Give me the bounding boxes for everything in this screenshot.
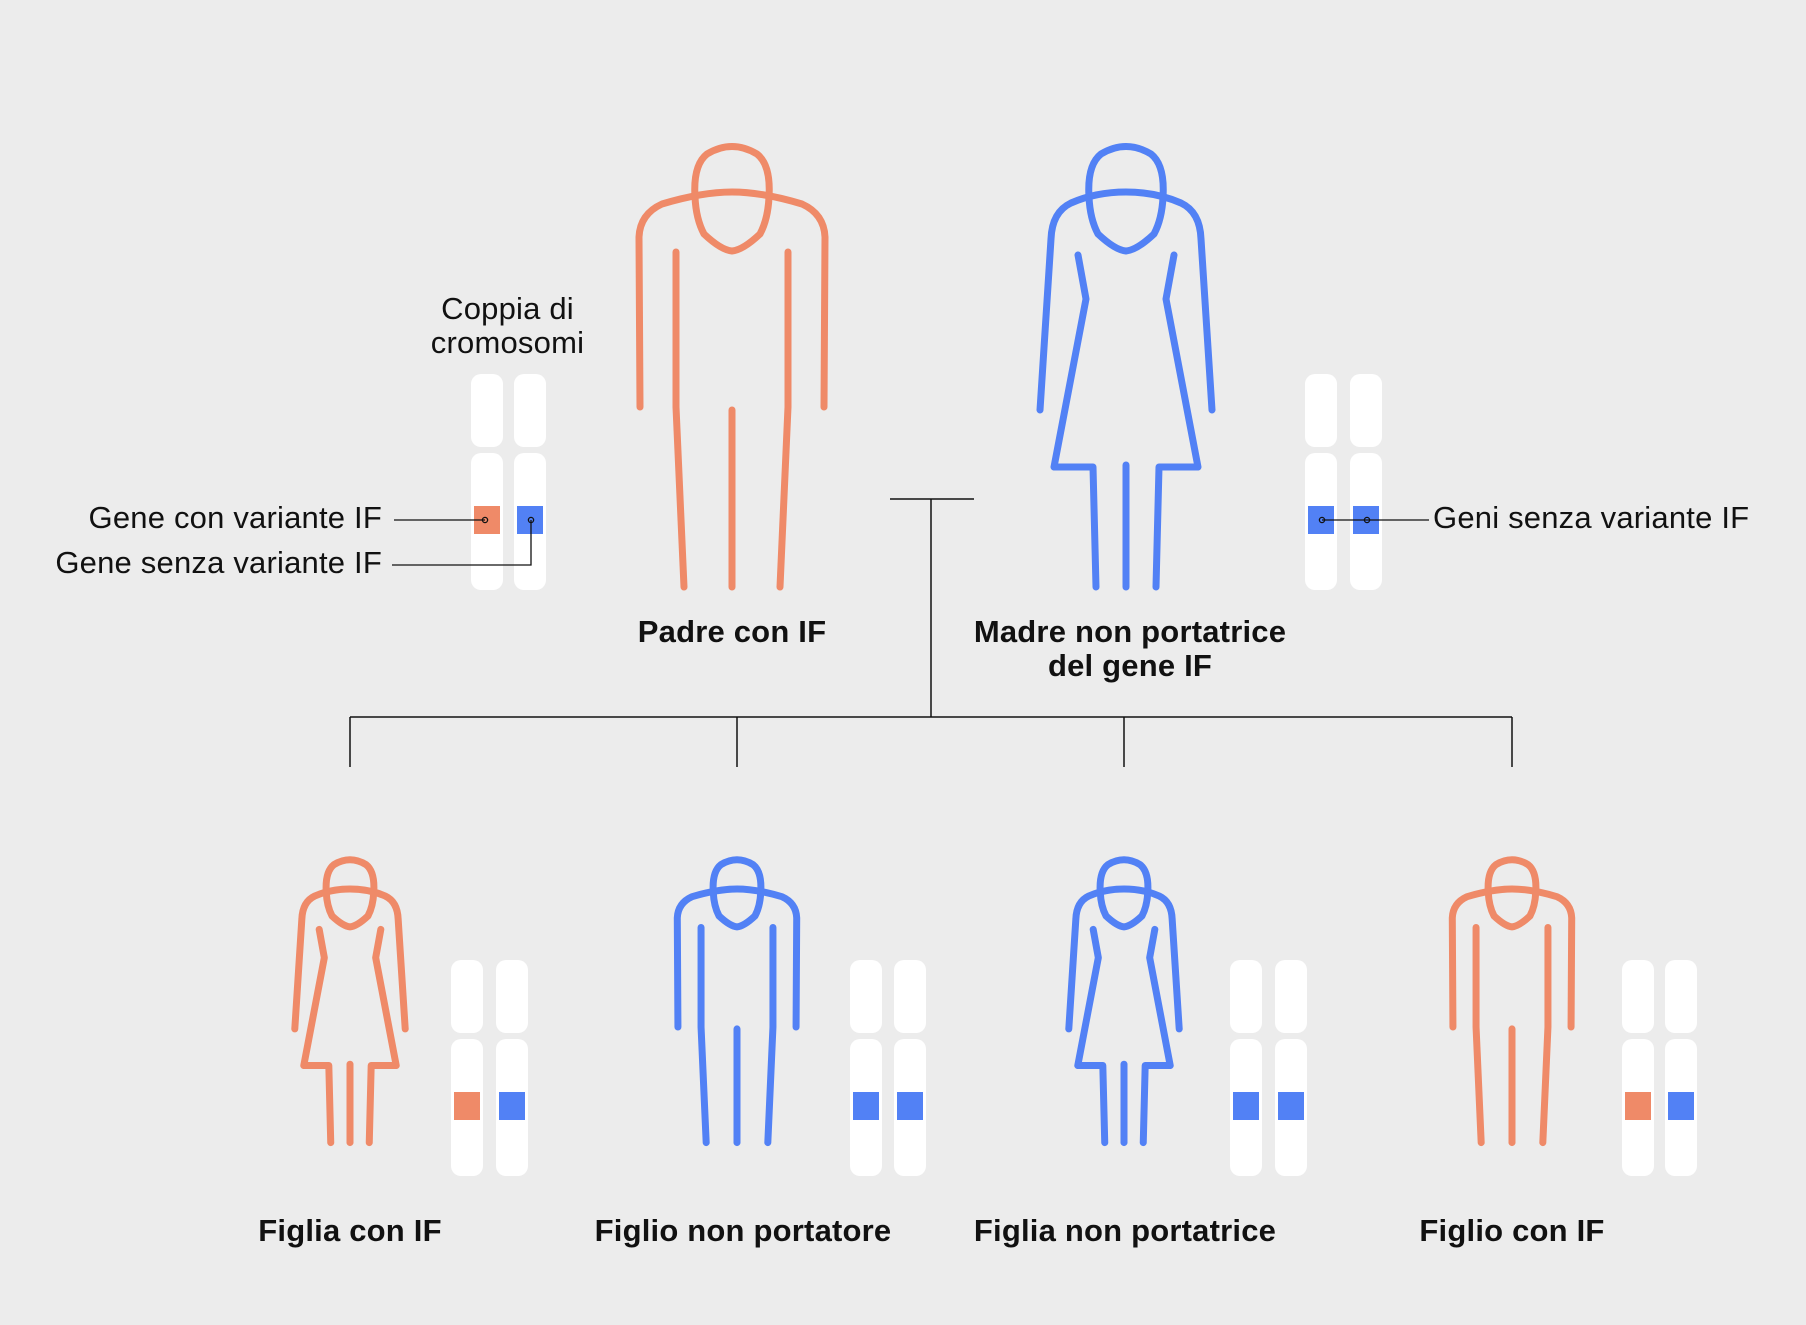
- chromosome-short-arm: [1622, 960, 1654, 1033]
- figure-stroke: [291, 885, 409, 1033]
- chromosome-pair: [850, 960, 926, 1176]
- figure-stroke: [1152, 251, 1202, 591]
- callout-dot: [1318, 516, 1326, 524]
- chromosome-pair-annotation: Coppia di cromosomi: [420, 292, 595, 360]
- chromosome-short-arm: [514, 374, 546, 447]
- label-line: Madre non portatrice: [973, 614, 1287, 649]
- figure-stroke: [764, 924, 777, 1147]
- gene-with-variant: [454, 1092, 480, 1120]
- chromosome-short-arm: [850, 960, 882, 1033]
- man-icon: [673, 856, 801, 1147]
- callout-gene-without-variant: [392, 520, 532, 566]
- man-icon: [635, 143, 829, 591]
- gene-without-variant-annotation: Gene senza variante IF: [55, 545, 382, 580]
- chromosome-short-arm: [1350, 374, 1382, 447]
- woman-icon: [291, 856, 409, 1147]
- chromosome-pair: [1305, 374, 1382, 590]
- figure-stroke: [1050, 251, 1100, 591]
- gene-without-variant: [897, 1092, 923, 1120]
- figure-stroke: [1036, 188, 1216, 414]
- label-line: del gene IF: [1047, 648, 1213, 683]
- people: [291, 143, 1576, 1147]
- figure-stroke: [1539, 924, 1552, 1147]
- gene-without-variant: [1668, 1092, 1694, 1120]
- child-label-son-affected: Figlio con IF: [1419, 1213, 1605, 1248]
- callout-lines: [392, 519, 1429, 566]
- gene-with-variant-annotation: Gene con variante IF: [88, 500, 382, 535]
- figure-stroke: [1472, 924, 1485, 1147]
- chromosome-short-arm: [1275, 960, 1307, 1033]
- callout-dot: [1363, 516, 1371, 524]
- figure-stroke: [1085, 143, 1167, 255]
- figure-stroke: [1065, 885, 1183, 1033]
- gene-without-variant: [517, 506, 543, 534]
- man-icon: [1448, 856, 1576, 1147]
- child-label-daughter-affected: Figlia con IF: [258, 1213, 442, 1248]
- gene-with-variant: [1625, 1092, 1651, 1120]
- child-label-son-unaffected: Figlio non portatore: [594, 1213, 892, 1248]
- child-label-daughter-unaffected: Figlia non portatrice: [973, 1213, 1277, 1248]
- figure-stroke: [1074, 925, 1109, 1147]
- chromosome-short-arm: [894, 960, 926, 1033]
- figure-stroke: [776, 248, 792, 591]
- gene-without-variant: [499, 1092, 525, 1120]
- figure-stroke: [635, 188, 829, 411]
- chromosome-pair: [451, 960, 528, 1176]
- label-line: Padre con IF: [637, 614, 827, 649]
- annotation-line: Coppia di: [441, 291, 574, 326]
- chromosome-short-arm: [1305, 374, 1337, 447]
- chromosome-short-arm: [451, 960, 483, 1033]
- parent-label-father: Padre con IF: [582, 615, 882, 649]
- figure-stroke: [697, 924, 710, 1147]
- figure-stroke: [673, 885, 801, 1031]
- chromosome-short-arm: [1665, 960, 1697, 1033]
- figure-stroke: [691, 143, 773, 255]
- figure-stroke: [1139, 925, 1174, 1147]
- gene-without-variant: [853, 1092, 879, 1120]
- figure-stroke: [672, 248, 688, 591]
- woman-icon: [1036, 143, 1216, 591]
- woman-icon: [1065, 856, 1183, 1147]
- chromosome-pair: [471, 374, 546, 590]
- gene-without-variant: [1278, 1092, 1304, 1120]
- annotation-line: cromosomi: [430, 325, 585, 360]
- figure-stroke: [365, 925, 400, 1147]
- gene-without-variant: [1233, 1092, 1259, 1120]
- callout-dots: [481, 516, 1371, 524]
- chromosome-short-arm: [496, 960, 528, 1033]
- family-tree-lines: [349, 498, 1513, 767]
- genes-without-variant-annotation: Geni senza variante IF: [1433, 500, 1750, 535]
- figure-stroke: [1448, 885, 1576, 1031]
- figure-stroke: [300, 925, 335, 1147]
- chromosome-pair: [1230, 960, 1307, 1176]
- chromosome-short-arm: [471, 374, 503, 447]
- callout-dot: [481, 516, 489, 524]
- callout-dot: [527, 516, 535, 524]
- parent-label-mother: Madre non portatrice del gene IF: [935, 615, 1325, 683]
- chromosome-pair: [1622, 960, 1697, 1176]
- chromosome-short-arm: [1230, 960, 1262, 1033]
